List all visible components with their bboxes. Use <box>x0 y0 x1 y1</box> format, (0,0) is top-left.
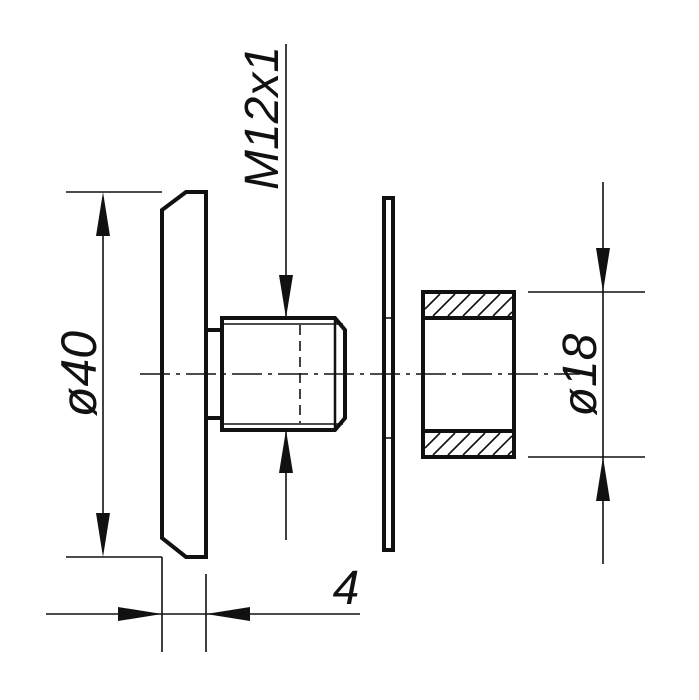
hatch-line <box>507 311 513 317</box>
flange-disc <box>160 190 208 559</box>
hatch-line <box>492 296 513 317</box>
hatch-line <box>507 450 513 456</box>
dimension-inner-diameter: ø18 <box>528 182 645 564</box>
inner-diameter-label: ø18 <box>554 333 607 416</box>
washer <box>382 196 395 552</box>
hatch-line <box>462 293 486 317</box>
hatch-top <box>424 293 513 317</box>
hatch-line <box>477 293 501 317</box>
hatch-line <box>447 432 471 456</box>
hatch-line <box>424 293 441 310</box>
hatch-line <box>477 432 501 456</box>
dimension-thickness: 4 <box>46 557 360 652</box>
hatch-line <box>432 432 456 456</box>
hatch-bottom <box>424 432 513 456</box>
dimension-outer-diameter: ø40 <box>51 191 162 558</box>
hatch-line <box>492 435 513 456</box>
hatch-line <box>462 432 486 456</box>
hatch-line <box>432 293 456 317</box>
threaded-bolt <box>206 316 347 432</box>
hatch-line <box>424 432 441 449</box>
thread-label: M12x1 <box>236 46 289 190</box>
outer-diameter-label: ø40 <box>51 331 107 417</box>
dimension-thread: M12x1 <box>236 44 293 540</box>
hatch-line <box>447 293 471 317</box>
bushing-section <box>421 290 516 459</box>
thickness-label: 4 <box>333 562 360 615</box>
